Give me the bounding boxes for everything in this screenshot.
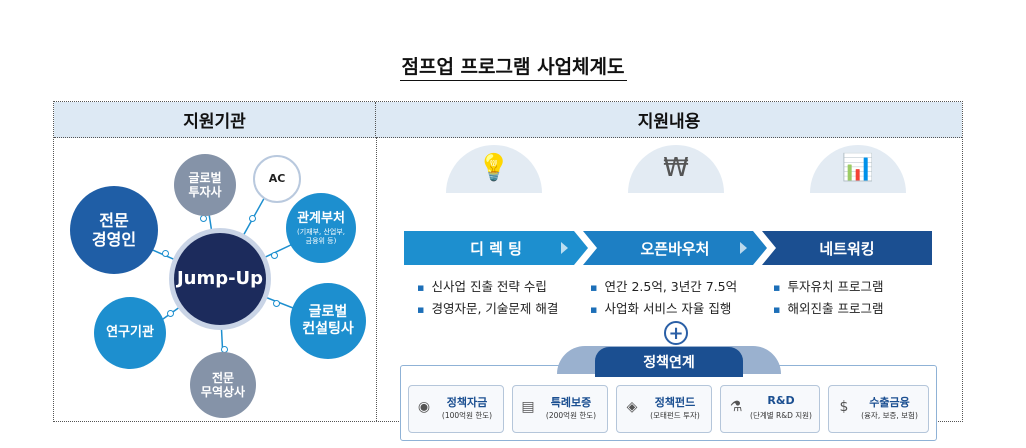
page-title: 점프업 프로그램 사업체계도 bbox=[0, 52, 1026, 81]
bullet-item: 투자유치 프로그램 bbox=[773, 276, 883, 295]
stage-open-voucher: 오픈바우처 bbox=[583, 231, 767, 265]
won-gear-icon: ₩ bbox=[663, 153, 689, 183]
policy-card: ◉ 정책자금 (100억원 한도) bbox=[408, 385, 504, 433]
node-expert-managers: 전문 경영인 bbox=[70, 186, 158, 274]
research-icon: ⚗ bbox=[729, 399, 743, 415]
lightbulb-people-icon: 💡 bbox=[477, 153, 511, 183]
policy-card-sub: (융자, 보증, 보험) bbox=[861, 411, 918, 420]
header-support-institutions: 지원기관 bbox=[54, 102, 376, 138]
connector-dot bbox=[200, 215, 207, 222]
policy-card: $ 수출금융 (융자, 보증, 보험) bbox=[828, 385, 929, 433]
policy-card-sub: (200억원 한도) bbox=[545, 411, 597, 420]
system-diagram-table: 지원기관 지원내용 Jump-Up 전문 경영인 글로벌 투자사 AC 관계 bbox=[53, 101, 963, 441]
support-content-panel: 💡 ₩ 📊 디 렉 팅 오픈바우처 네트워킹 신사업 진출 전략 수립 경영자문… bbox=[377, 139, 962, 441]
header-support-content: 지원내용 bbox=[376, 102, 962, 138]
bullet-item: 연간 2.5억, 3년간 7.5억 bbox=[590, 276, 737, 295]
policy-card-name: R&D bbox=[767, 394, 795, 407]
coins-icon: ◉ bbox=[417, 399, 431, 415]
stage-directing: 디 렉 팅 bbox=[404, 231, 588, 265]
connector-dot bbox=[162, 250, 169, 257]
policy-card-name: 특례보증 bbox=[550, 396, 592, 409]
presentation-icon: 📊 bbox=[841, 153, 875, 183]
node-trading-companies: 전문 무역상사 bbox=[190, 352, 256, 418]
support-institutions-panel: Jump-Up 전문 경영인 글로벌 투자사 AC 관계부처 (기재부, 산업부… bbox=[54, 139, 376, 421]
plus-icon: + bbox=[664, 321, 688, 345]
node-ac: AC bbox=[253, 155, 301, 203]
bullet-item: 신사업 진출 전략 수립 bbox=[417, 276, 546, 295]
node-ministries-label: 관계부처 bbox=[297, 210, 345, 226]
bullet-item: 해외진출 프로그램 bbox=[773, 298, 883, 317]
stage-directing-label: 디 렉 팅 bbox=[470, 239, 522, 258]
policy-card: ◈ 정책펀드 (모태펀드 투자) bbox=[616, 385, 712, 433]
policy-card-name: 정책자금 bbox=[446, 396, 488, 409]
stage-networking: 네트워킹 bbox=[762, 231, 932, 265]
connector-dot bbox=[271, 252, 278, 259]
node-ministries-sub: (기재부, 산업부, 금융위 등) bbox=[296, 228, 346, 245]
chevron-right-icon bbox=[740, 242, 747, 254]
policy-card-name: 정책펀드 bbox=[654, 396, 696, 409]
export-finance-icon: $ bbox=[839, 399, 849, 415]
connector-dot bbox=[249, 215, 256, 222]
stage-networking-label: 네트워킹 bbox=[819, 239, 875, 258]
policy-card-name: 수출금융 bbox=[869, 396, 910, 409]
node-ministries: 관계부처 (기재부, 산업부, 금융위 등) bbox=[286, 193, 356, 263]
policy-card-sub: (단계별 R&D 지원) bbox=[750, 411, 812, 420]
connector-dot bbox=[273, 300, 280, 307]
jump-up-hub: Jump-Up bbox=[174, 233, 266, 325]
policy-card: ⚗ R&D (단계별 R&D 지원) bbox=[720, 385, 820, 433]
chevron-right-icon bbox=[561, 242, 568, 254]
policy-linkage-label: 정책연계 bbox=[595, 347, 743, 377]
node-research-institutes: 연구기관 bbox=[94, 297, 166, 369]
bullet-item: 경영자문, 기술문제 해결 bbox=[417, 298, 558, 317]
stage-open-voucher-label: 오픈바우처 bbox=[640, 239, 710, 258]
node-global-consulting: 글로벌 컨설팅사 bbox=[290, 283, 366, 359]
fund-icon: ◈ bbox=[626, 399, 638, 415]
column-divider bbox=[376, 138, 377, 421]
document-icon: ▤ bbox=[521, 399, 535, 415]
policy-card-sub: (100억원 한도) bbox=[441, 411, 493, 420]
policy-card-sub: (모태펀드 투자) bbox=[650, 411, 700, 420]
policy-card: ▤ 특례보증 (200억원 한도) bbox=[512, 385, 608, 433]
bullet-item: 사업화 서비스 자율 집행 bbox=[590, 298, 731, 317]
node-global-investors: 글로벌 투자사 bbox=[174, 154, 236, 216]
connector-dot bbox=[167, 310, 174, 317]
